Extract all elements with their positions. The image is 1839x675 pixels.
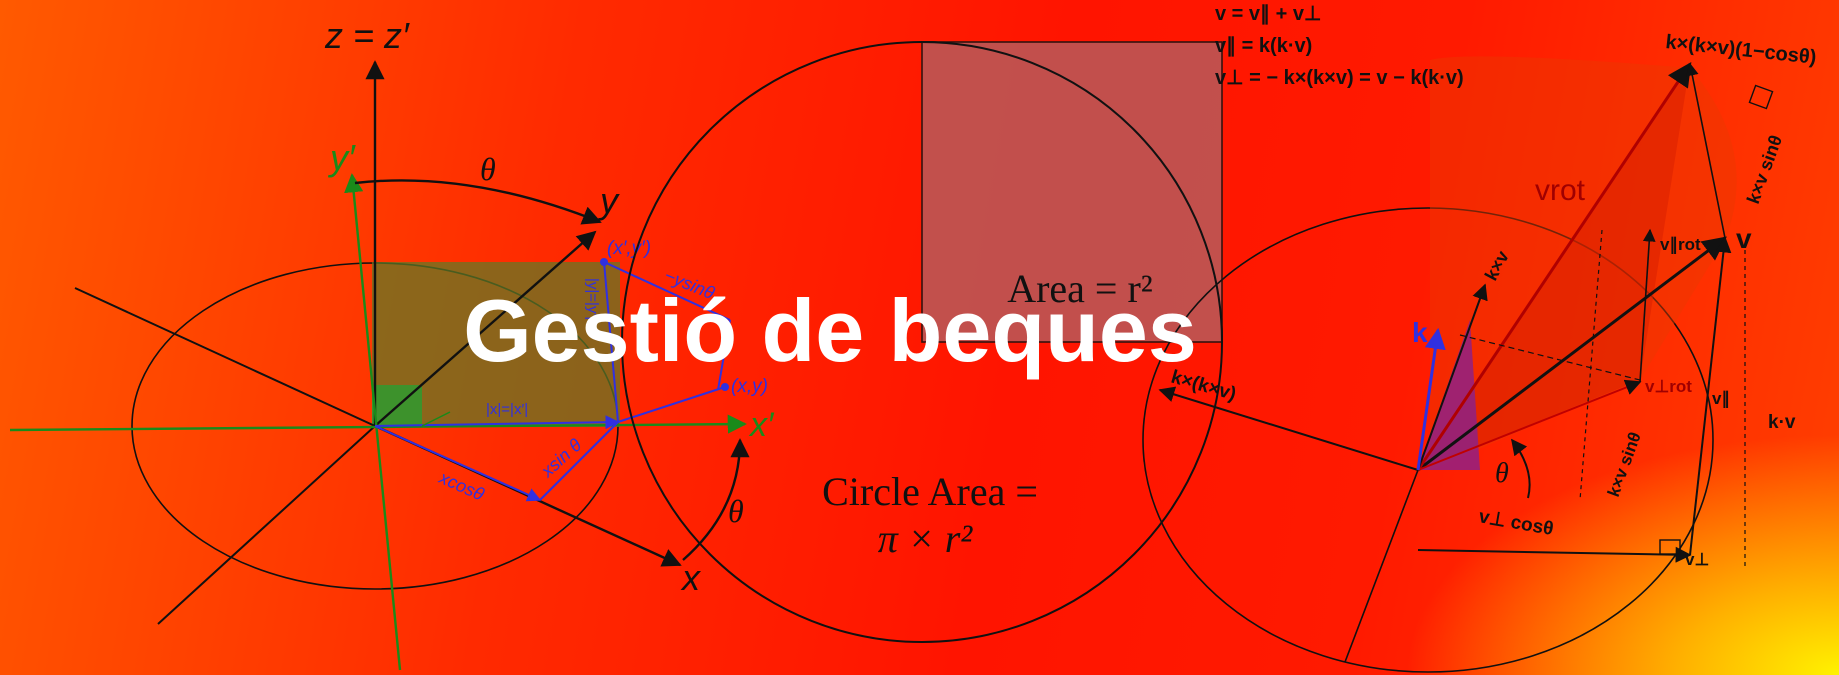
circle-area-line1: Circle Area =	[822, 469, 1038, 514]
point-label: (x,y)	[731, 376, 768, 397]
axis-x-prime-label: x′	[748, 406, 775, 444]
v-perp-label: v⊥	[1685, 550, 1709, 569]
v-label: v	[1736, 223, 1752, 254]
top-label: k×(k×v)(1−cosθ)	[1664, 31, 1817, 69]
v-rot-label: vrot	[1535, 174, 1586, 207]
theta-top-label: θ	[480, 151, 496, 187]
point-prime-label: (x′,y′)	[607, 238, 651, 259]
theta-vector-label: θ	[1495, 458, 1509, 489]
kv-label: k·v	[1768, 412, 1796, 433]
theta-bottom-label: θ	[728, 493, 744, 529]
kxv-sin-lower-label: k×v sinθ	[1604, 430, 1645, 500]
circle-area-diagram: Area = r² Circle Area = π × r²	[621, 41, 1223, 643]
rotation-diagram: z = z′ y′ y x x′ θ θ (x′,y′) (x,y) −ysin…	[9, 15, 775, 671]
eq-v-sum: v = v∥ + v⊥	[1215, 3, 1321, 25]
circle-area-line2: π × r²	[878, 516, 974, 561]
axis-z-label: z = z′	[324, 15, 410, 56]
axis-y-prime-label: y′	[327, 137, 356, 178]
side-sin-label: k×v sinθ	[1743, 133, 1786, 207]
abs-x-label: |x|=|x′|	[486, 401, 528, 418]
k-label: k	[1412, 317, 1428, 348]
v-perp-rot-label: v⊥rot	[1645, 377, 1692, 396]
v-par-label: v∥	[1712, 389, 1730, 408]
eq-v-perp: v⊥ = − k×(k×v) = v − k(k·v)	[1215, 67, 1464, 89]
v-par-rot-label: v∥rot	[1660, 235, 1701, 254]
v-perp-cos-label: v⊥ cosθ	[1477, 506, 1555, 540]
xsin-label: xsin θ	[537, 435, 586, 482]
eq-v-parallel: v∥ = k(k·v)	[1215, 35, 1312, 57]
abs-y-label: |y|=|y′|	[584, 278, 601, 320]
page-title: Gestió de beques	[463, 281, 1197, 380]
axis-x-label: x	[680, 557, 702, 598]
axis-y-label: y	[597, 180, 620, 221]
square-area-label: Area = r²	[1007, 266, 1153, 311]
